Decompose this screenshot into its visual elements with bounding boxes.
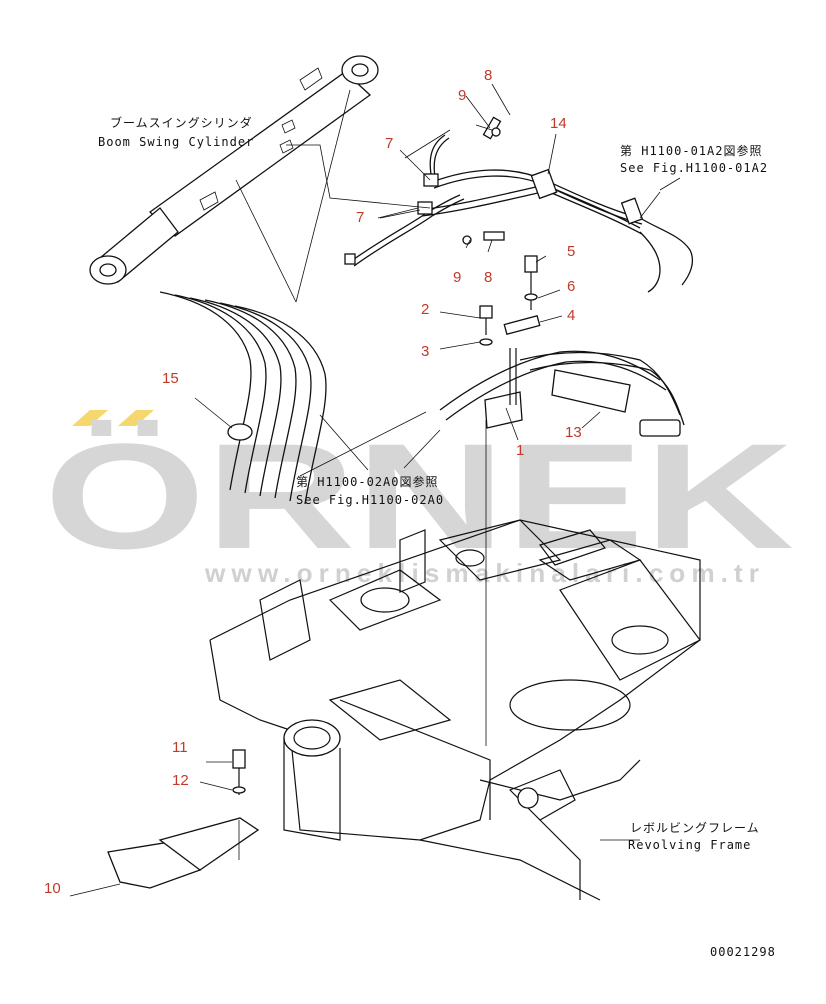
callout-2: 2 bbox=[421, 301, 429, 318]
callout-11: 11 bbox=[172, 739, 188, 756]
callout-5: 5 bbox=[567, 243, 575, 260]
watermark-brand: ÖRNEK bbox=[44, 412, 794, 580]
callout-1: 1 bbox=[516, 442, 524, 459]
callout-7a: 7 bbox=[385, 135, 393, 152]
clamp-bracket-assembly bbox=[299, 255, 685, 746]
revolving-frame bbox=[209, 519, 701, 901]
label-frame-en: Revolving Frame bbox=[628, 838, 751, 852]
watermark-url: www.orneklismakinalari.com.tr bbox=[204, 558, 765, 588]
label-ref-a0-en: See Fig.H1100-02A0 bbox=[296, 493, 444, 507]
label-ref-a2-jp: 第 H1100-01A2図参照 bbox=[620, 143, 762, 158]
label-ref-a0-jp: 第 H1100-02A0図参照 bbox=[296, 474, 438, 489]
callout-9a: 9 bbox=[458, 87, 466, 104]
label-boom-cylinder-en: Boom Swing Cylinder bbox=[98, 135, 254, 149]
callout-10: 10 bbox=[44, 880, 61, 897]
callout-15: 15 bbox=[162, 370, 179, 387]
callout-7b: 7 bbox=[356, 209, 364, 226]
cylinder-hoses bbox=[286, 116, 694, 293]
callout-3: 3 bbox=[421, 343, 429, 360]
watermark-accent-left bbox=[72, 410, 108, 426]
label-ref-a2-en: See Fig.H1100-01A2 bbox=[620, 161, 768, 175]
callout-8a: 8 bbox=[484, 67, 492, 84]
boom-swing-cylinder bbox=[89, 55, 379, 303]
cover-plate-assembly bbox=[107, 749, 260, 889]
callout-4: 4 bbox=[567, 307, 575, 324]
callout-9b: 9 bbox=[453, 269, 461, 286]
label-frame-jp: レボルビングフレーム bbox=[630, 821, 760, 835]
callout-13: 13 bbox=[565, 424, 582, 441]
label-boom-cylinder-jp: ブームスイングシリンダ bbox=[110, 115, 253, 130]
callout-6: 6 bbox=[567, 278, 575, 295]
callout-8b: 8 bbox=[484, 269, 492, 286]
wiring-harness bbox=[159, 291, 369, 505]
watermark: ÖRNEK www.orneklismakinalari.com.tr bbox=[44, 410, 794, 588]
callout-14: 14 bbox=[550, 115, 567, 132]
drawing-number: 00021298 bbox=[710, 945, 776, 959]
watermark-accent-right bbox=[118, 410, 154, 426]
text-labels: ブームスイングシリンダ Boom Swing Cylinder 第 H1100-… bbox=[98, 115, 776, 959]
leader-lines bbox=[69, 83, 601, 897]
callout-numbers: 1 2 3 4 5 6 7 7 8 8 9 9 10 11 12 13 14 1… bbox=[44, 67, 582, 897]
callout-12: 12 bbox=[172, 772, 189, 789]
